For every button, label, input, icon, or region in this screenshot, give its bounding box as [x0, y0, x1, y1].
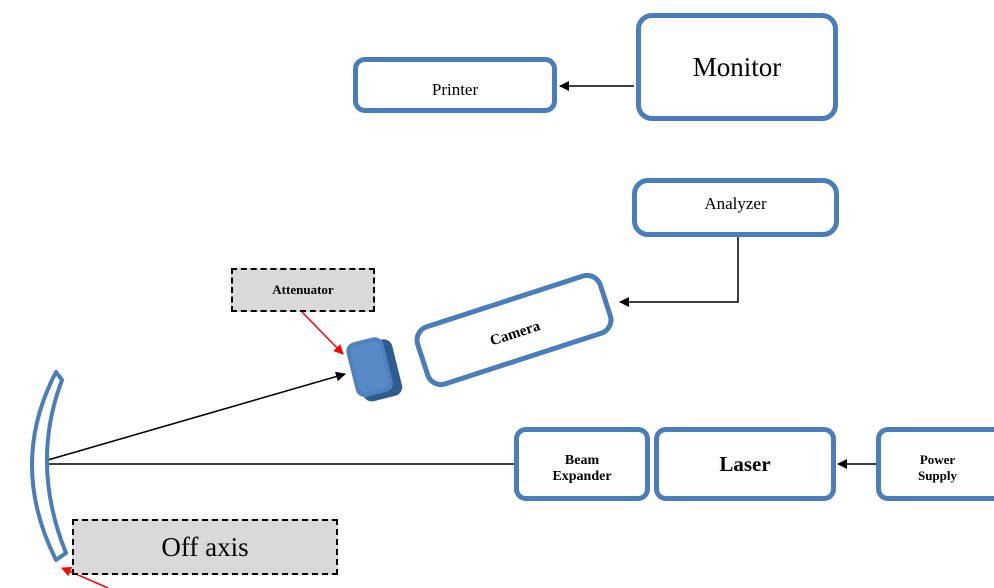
attenuator-label: Attenuator: [272, 282, 334, 297]
camera-box: Camera: [414, 272, 614, 388]
monitor-label: Monitor: [692, 51, 782, 82]
laser-box: Laser: [654, 427, 836, 501]
attenuator-note: Attenuator: [231, 268, 375, 312]
beam-expander-box: Beam Expander: [514, 427, 650, 501]
off-axis-label: Off axis: [161, 531, 249, 562]
beam-expander-label-2: Expander: [552, 469, 612, 484]
off-axis-mirror: [30, 370, 68, 562]
power-supply-box: Power Supply: [876, 427, 994, 501]
arrow-mirror-attenuator: [33, 371, 346, 467]
beam-expander-label-1: Beam: [564, 453, 600, 468]
power-supply-label-2: Supply: [917, 468, 958, 483]
pointer-attenuator: [301, 311, 344, 355]
power-supply-label-1: Power: [919, 452, 956, 467]
analyzer-box: Analyzer: [632, 178, 839, 237]
pointer-off-axis: [61, 567, 109, 588]
arrow-analyzer-to-camera: [619, 236, 739, 307]
attenuator-block: [346, 337, 403, 402]
printer-box: Printer: [353, 57, 557, 113]
monitor-box: Monitor: [636, 13, 838, 121]
printer-label: Printer: [431, 80, 479, 99]
analyzer-label: Analyzer: [704, 193, 767, 213]
off-axis-note: Off axis: [72, 519, 338, 575]
laser-label: Laser: [719, 451, 771, 476]
